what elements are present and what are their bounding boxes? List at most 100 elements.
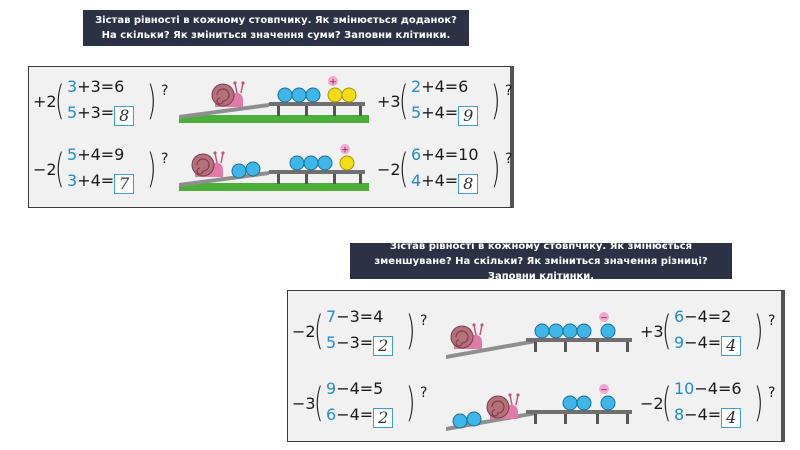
shelf-leg [277,106,280,116]
yellow-ball [327,87,343,103]
shelf-leg [564,414,567,424]
shelf-leg [359,174,362,184]
blue-ball [548,323,564,339]
right-bracket: ) [147,146,157,192]
change-operator: −3 [292,394,316,413]
equation-top: 6+4=10 [411,145,479,164]
equation-group-sub-r1-left: −2 ( 7−3=4 5−3=2 ) ? [292,305,440,361]
equation-top: 5+4=9 [67,145,125,164]
question-mark: ? [161,83,169,99]
right-bracket: ) [491,146,501,192]
shelf-leg [626,342,629,352]
left-bracket: ( [399,78,409,124]
left-bracket: ( [662,380,672,426]
shelf-leg [277,174,280,184]
plus-sign-text: + [341,146,349,156]
answer-cell[interactable]: 9 [458,106,479,126]
plus-sign-icon [328,76,338,86]
shelf-leg [534,342,537,352]
equation-group-add-r2-right: −2 ( 6+4=10 4+4=8 ) ? [377,143,525,199]
answer-cell[interactable]: 8 [114,106,135,126]
minus-sign-text: − [600,314,608,324]
right-bracket: ) [754,380,764,426]
instruction-text-1: Зістав рівності в кожному стовпчику. Як … [95,15,457,41]
equation-group-sub-r2-right: −2 ( 10−4=6 8−4=4 ) ? [640,377,788,433]
ramp [179,103,269,119]
equation-bottom: 3+4=7 [67,171,135,194]
question-mark: ? [420,385,428,401]
shelf-leg [534,414,537,424]
change-operator: +3 [377,92,401,111]
change-operator: −2 [292,322,316,341]
blue-ball [534,323,550,339]
blue-ball [600,323,616,339]
question-mark: ? [505,151,513,167]
equation-bottom: 5+4=9 [411,103,479,126]
blue-ball [452,413,468,429]
snail-scene-2: + [179,144,369,191]
shelf-leg [333,106,336,116]
exercise-panel-subtraction: −2 ( 7−3=4 5−3=2 ) ? +3 ( 6−4=2 9−4=4 ) … [287,290,785,442]
answer-cell[interactable]: 4 [721,408,742,428]
snail-scene-1: + [179,76,369,123]
answer-cell[interactable]: 2 [373,336,394,356]
answer-cell[interactable]: 2 [373,408,394,428]
blue-ball [562,323,578,339]
left-bracket: ( [314,308,324,354]
minus-sign-text: − [600,386,608,396]
left-bracket: ( [662,308,672,354]
blue-ball [245,161,261,177]
snail-icon [450,323,484,349]
equation-top: 7−3=4 [326,307,384,326]
plus-sign-text: + [329,78,337,88]
left-bracket: ( [55,78,65,124]
right-bracket: ) [406,308,416,354]
equation-top: 3+3=6 [67,77,125,96]
change-operator: −2 [377,160,401,179]
shelf [526,410,632,414]
blue-ball [303,155,319,171]
equation-bottom: 6−4=2 [326,405,394,428]
shelf [269,102,365,106]
shelf-leg [596,342,599,352]
right-bracket: ) [491,78,501,124]
shelf-leg [305,106,308,116]
shelf-leg [333,174,336,184]
ramp [179,171,269,187]
instruction-banner-1: Зістав рівності в кожному стовпчику. Як … [83,10,469,46]
shelf-leg [564,342,567,352]
answer-cell[interactable]: 8 [458,174,479,194]
grass-strip [179,115,369,123]
minus-sign-icon [599,312,609,322]
shelf-leg [305,174,308,184]
answer-cell[interactable]: 4 [721,336,742,356]
blue-ball [600,395,616,411]
change-operator: +2 [33,92,57,111]
left-bracket: ( [399,146,409,192]
minus-sign-icon [599,384,609,394]
question-mark: ? [768,313,776,329]
ramp [446,339,536,359]
equation-group-add-r1-right: +3 ( 2+4=6 5+4=9 ) ? [377,75,525,131]
instruction-text-2: Зістав рівності в кожному стовпчику. Як … [374,240,708,282]
right-bracket: ) [406,380,416,426]
blue-ball [562,395,578,411]
equation-bottom: 4+4=8 [411,171,479,194]
equation-bottom: 8−4=4 [674,405,742,428]
change-operator: −2 [640,394,664,413]
equation-bottom: 5−3=2 [326,333,394,356]
shelf [269,170,365,174]
left-bracket: ( [314,380,324,426]
equation-group-sub-r1-right: +3 ( 6−4=2 9−4=4 ) ? [640,305,788,361]
shelf [526,338,632,342]
question-mark: ? [505,83,513,99]
snail-scene-3: − [446,312,632,359]
equation-bottom: 5+3=8 [67,103,135,126]
equation-top: 6−4=2 [674,307,732,326]
blue-ball [305,87,321,103]
blue-ball [576,323,592,339]
right-bracket: ) [147,78,157,124]
equation-group-add-r1-left: +2 ( 3+3=6 5+3=8 ) ? [33,75,181,131]
answer-cell[interactable]: 7 [114,174,135,194]
snail-icon [211,81,245,107]
